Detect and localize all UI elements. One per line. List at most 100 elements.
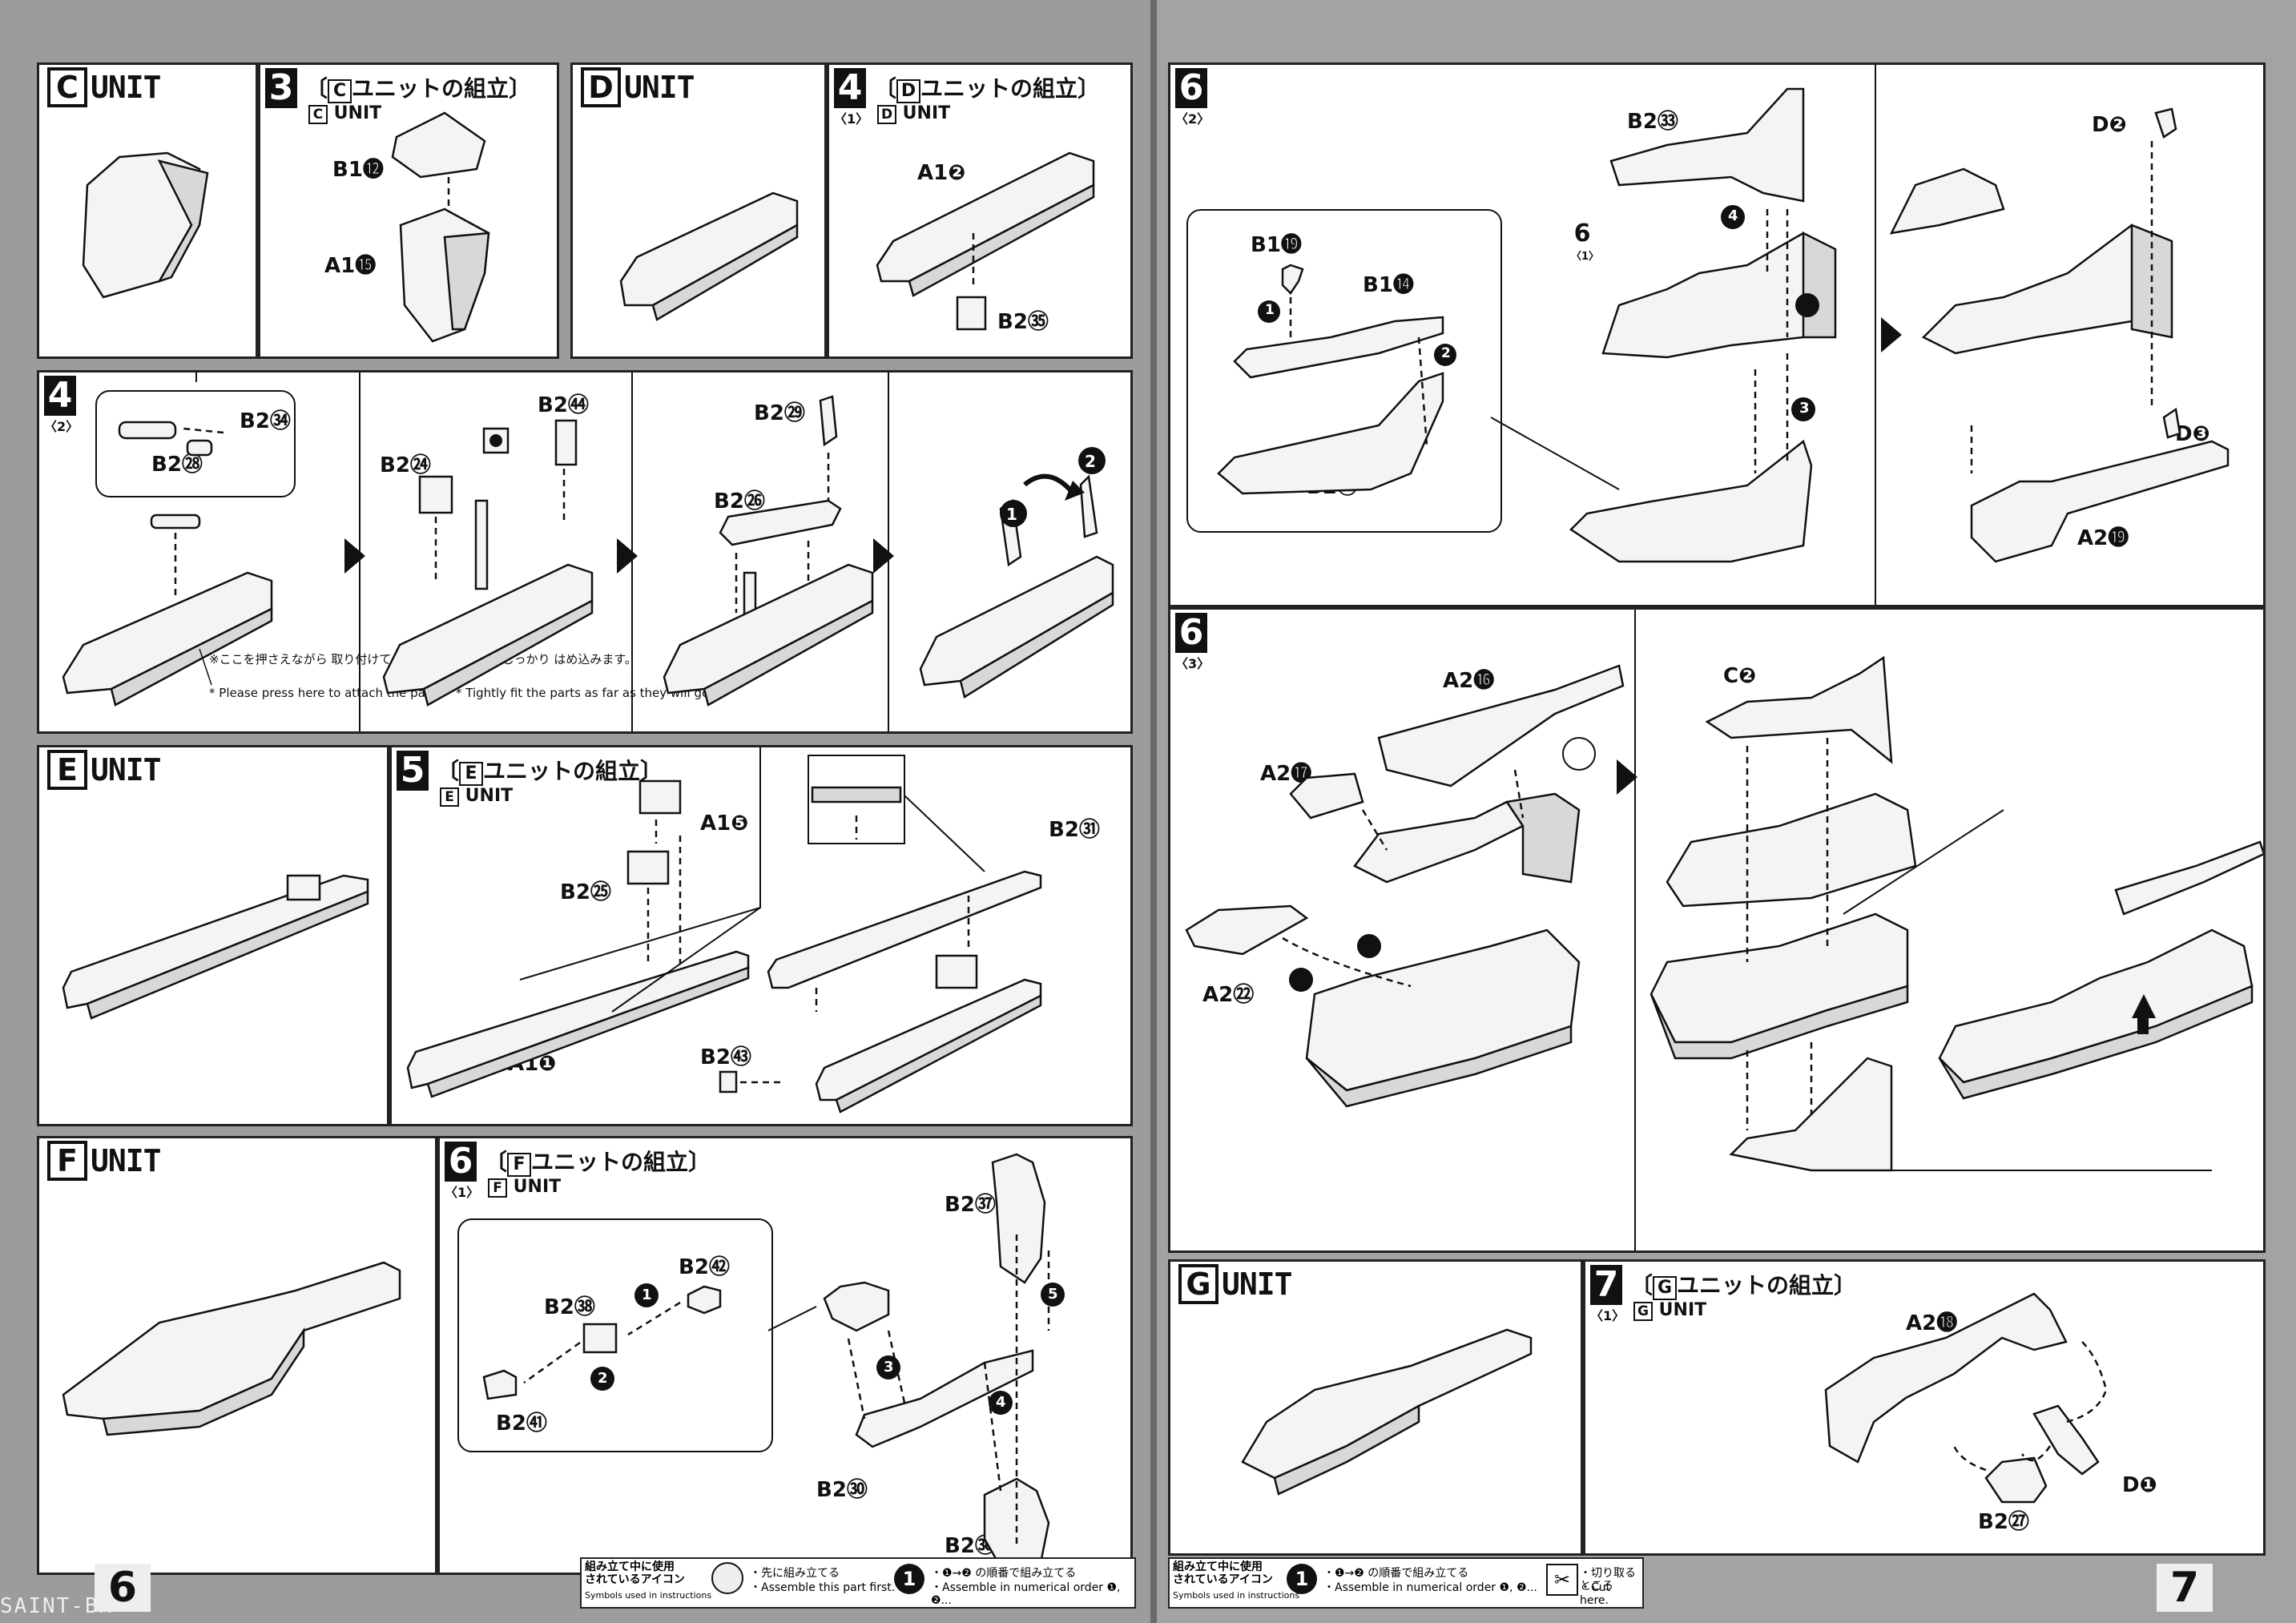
- page-gutter: [1150, 0, 1157, 1623]
- unit-word: UNIT: [91, 1143, 162, 1178]
- page-number-left: 6: [95, 1564, 151, 1612]
- unit-word: UNIT: [1222, 1267, 1293, 1302]
- legend-item2-en: ・Assemble in numerical order ❶, ❷...: [931, 1581, 1121, 1607]
- e-unit-tag: E UNIT: [47, 750, 162, 790]
- step-unit-label: G UNIT: [1633, 1300, 1706, 1321]
- step-number: 7: [1590, 1265, 1622, 1305]
- sub-step: 〈1〉: [1590, 1308, 1625, 1323]
- part-label: B2㊹: [538, 393, 589, 417]
- part-label: B2㉟: [997, 310, 1049, 334]
- sub-step: 〈2〉: [1175, 111, 1210, 127]
- sub-step: 〈1〉: [445, 1185, 480, 1200]
- assemble-first-icon: [711, 1562, 743, 1594]
- flow-arrow: [344, 538, 365, 574]
- step4-1-illustration: [876, 151, 1095, 331]
- part-label: B1⓮: [1363, 273, 1414, 297]
- part-label: B2㉝: [1627, 110, 1678, 134]
- c-unit-panel: C UNIT: [37, 62, 258, 359]
- d-unit-illustration: [619, 191, 799, 321]
- step-unit-label: D UNIT: [877, 103, 950, 124]
- step5-illustration: [406, 747, 1042, 1114]
- flow-arrow: [617, 538, 638, 574]
- part-label: C❷: [1723, 664, 1757, 688]
- legend-item1-en: ・Assemble this part first.: [750, 1581, 896, 1594]
- step-number: 4: [44, 376, 76, 416]
- step-number: 3: [265, 68, 297, 108]
- watermark: SAINT-BM: [0, 1594, 114, 1618]
- f-unit-tag: F UNIT: [47, 1141, 162, 1181]
- part-label: D❶: [2122, 1473, 2157, 1497]
- step4-2-panel: 4 〈2〉 B2㉞ B2㉘ B2㉔ B2㊹ B2㉙ B2㉖ ※ここを押さえながら…: [37, 370, 1133, 734]
- step-number: 4: [834, 68, 866, 108]
- part-label: A2⓳: [2077, 526, 2129, 550]
- d-unit-panel: D UNIT: [570, 62, 827, 359]
- note-fit-en: * Tightly fit the parts as far as they w…: [456, 686, 713, 700]
- part-label: B2㊸: [700, 1045, 751, 1069]
- c-unit-illustration: [82, 151, 209, 299]
- sub-step: 〈1〉: [834, 111, 869, 127]
- part-label: B2㉞: [240, 409, 291, 433]
- ref-sub-step: 〈1〉: [1571, 251, 1600, 263]
- step6-3-illustration: [1185, 610, 2263, 1250]
- unit-letter: D: [581, 67, 621, 107]
- legend-item1-en: ・Assemble in numerical order ❶, ❷...: [1323, 1581, 1537, 1594]
- legend-heading-en: Symbols used in instructions: [1173, 1590, 1300, 1601]
- step6-2-illustration: [1217, 65, 2230, 605]
- part-label: A2⓰: [1443, 669, 1495, 693]
- part-label: A2⓲: [1906, 1311, 1958, 1335]
- step-number: 6: [1175, 613, 1207, 653]
- numerical-order-icon: 1: [894, 1564, 924, 1594]
- legend-item1: ・先に組み立てる: [750, 1567, 840, 1580]
- part-label: B2㊷: [679, 1255, 730, 1279]
- order-3: 3: [884, 1359, 894, 1375]
- part-label: B2㉘: [151, 453, 203, 477]
- unit-letter: E: [47, 750, 87, 790]
- part-label: B2㉗: [1978, 1510, 2029, 1534]
- part-label: B1⓳: [1251, 233, 1302, 257]
- part-label: B2㉕: [560, 880, 611, 904]
- part-label: B2㉔: [380, 453, 431, 477]
- part-label: B2㊶: [496, 1412, 547, 1436]
- order-2: 2: [598, 1370, 608, 1387]
- unit-word: UNIT: [624, 70, 695, 105]
- flow-arrow: [1617, 759, 1637, 795]
- order-1: 1: [1265, 302, 1275, 318]
- part-label: B2㉛: [1049, 818, 1100, 842]
- detail-callout: [457, 1218, 773, 1452]
- note-press-en: * Please press here to attach the part.: [209, 686, 439, 700]
- part-label: A2㉒: [1202, 983, 1255, 1007]
- part-label: B2㊳: [544, 1295, 595, 1319]
- order-2: 2: [1441, 345, 1451, 361]
- legend-right: 組み立て中に使用 されているアイコン Symbols used in instr…: [1168, 1557, 1644, 1609]
- detail-callout: [1186, 209, 1502, 533]
- order-4: 4: [1728, 207, 1738, 224]
- g-unit-illustration: [1241, 1328, 1533, 1496]
- g-unit-panel: G UNIT: [1168, 1259, 1583, 1556]
- legend-heading: 組み立て中に使用 されているアイコン: [585, 1561, 685, 1586]
- flow-arrow: [873, 538, 894, 574]
- legend-left: 組み立て中に使用 されているアイコン Symbols used in instr…: [580, 1557, 1136, 1609]
- step-unit-label: E UNIT: [440, 786, 513, 807]
- c-unit-tag: C UNIT: [47, 67, 162, 107]
- d-unit-tag: D UNIT: [581, 67, 695, 107]
- sub-step: 〈2〉: [44, 419, 79, 434]
- order-3: 3: [1799, 400, 1810, 417]
- ref-step-number: 6: [1571, 220, 1593, 248]
- order-5: 5: [1048, 1286, 1058, 1303]
- part-label: B2㉙: [754, 401, 805, 425]
- step-unit-label: C UNIT: [308, 103, 381, 124]
- legend-heading: 組み立て中に使用 されているアイコン: [1173, 1561, 1273, 1586]
- flow-arrow: [1881, 317, 1902, 352]
- legend-heading-en: Symbols used in instructions: [585, 1590, 712, 1601]
- step-number: 6: [1175, 68, 1207, 108]
- cut-here-icon: ✂: [1546, 1564, 1578, 1596]
- numerical-order-icon: 1: [1287, 1564, 1317, 1594]
